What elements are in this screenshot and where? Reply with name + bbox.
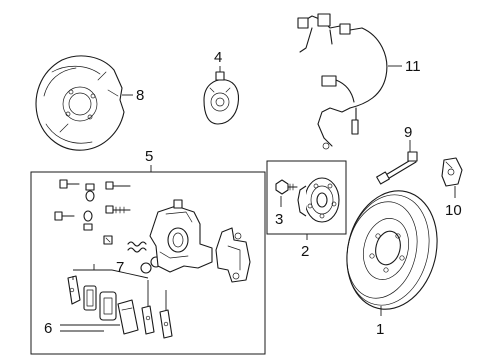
parking-brake-plate-part xyxy=(203,71,240,125)
callout-10: 10 xyxy=(445,202,462,219)
callout-1: 1 xyxy=(376,321,384,338)
callout-3: 3 xyxy=(275,211,283,228)
callout-2: 2 xyxy=(301,243,309,260)
callout-9: 9 xyxy=(404,124,412,141)
callout-8: 8 xyxy=(136,87,144,104)
callout-6: 6 xyxy=(44,320,52,337)
brake-pads-part xyxy=(67,275,173,339)
caliper-bracket-part xyxy=(215,227,251,283)
hub-group-box xyxy=(266,160,347,235)
caliper-group-box xyxy=(30,171,266,355)
callout-11: 11 xyxy=(405,58,421,75)
brake-hose-part xyxy=(376,151,418,185)
abs-sensor-harness-part xyxy=(297,13,388,150)
callout-5: 5 xyxy=(145,148,153,165)
dust-shield-part xyxy=(35,55,125,151)
callout-7: 7 xyxy=(116,259,124,276)
callout-4: 4 xyxy=(214,49,222,66)
caliper-bolts-part xyxy=(54,179,131,245)
hose-bracket-part xyxy=(441,157,463,187)
hub-bearing-part xyxy=(297,177,340,223)
caliper-body-part xyxy=(149,199,213,273)
hub-bolt-part xyxy=(275,179,298,195)
brake-rotor-part xyxy=(346,190,438,310)
